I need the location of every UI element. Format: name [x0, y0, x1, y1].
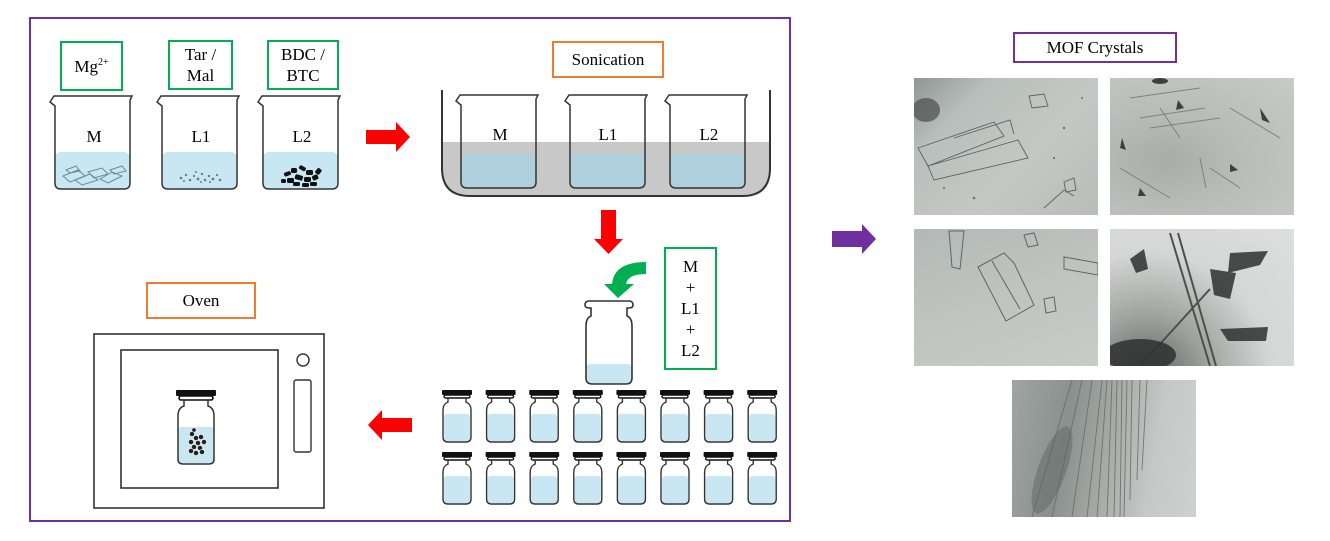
- crystal-photo-3: [914, 229, 1098, 366]
- vial: [529, 390, 560, 443]
- arrow-right-icon: [366, 122, 410, 152]
- beaker-metal: [48, 95, 134, 190]
- process-frame: [29, 17, 791, 522]
- ligand1-powder: [179, 171, 222, 183]
- bath-beaker-metal: [454, 94, 540, 189]
- bath-label-ligand2: L2: [699, 125, 719, 144]
- crystal-photo-1-drawing: [914, 93, 1083, 209]
- vial: [660, 390, 690, 443]
- oven-body: [93, 333, 325, 509]
- bath-beaker-ligand2: [663, 94, 749, 189]
- vial: [442, 452, 472, 505]
- oven-icon: [93, 333, 325, 509]
- label-mixture: M + L1 + L2: [664, 247, 717, 370]
- beaker-label-metal: M: [86, 127, 102, 146]
- beaker-ligand2: [256, 95, 342, 190]
- beaker-label-ligand1: L1: [191, 127, 211, 146]
- crystal-photo-3-drawing: [948, 230, 1098, 322]
- oven-crystals: [188, 427, 207, 456]
- vial: [485, 390, 516, 443]
- ligand1-line2: Mal: [186, 66, 215, 85]
- beaker-liquid: [162, 152, 237, 189]
- metal-label-text: Mg2+: [74, 56, 108, 77]
- crystal-photo-4-drawing: [1110, 232, 1268, 366]
- mixture-line-5: L2: [681, 341, 700, 360]
- mixing-bottle: [584, 300, 634, 385]
- vial: [616, 390, 647, 443]
- vial: [747, 452, 778, 505]
- vial: [485, 452, 516, 505]
- arrow-result-icon: [832, 224, 876, 254]
- ligand2-granules: [281, 165, 322, 187]
- arrow-down-icon: [594, 210, 623, 254]
- vial: [616, 452, 647, 505]
- beaker-ligand1: [155, 95, 241, 190]
- metal-flakes: [62, 165, 127, 186]
- crystal-photo-2-drawing: [1119, 78, 1281, 199]
- label-ligand1: Tar / Mal: [168, 40, 233, 90]
- vial: [572, 452, 603, 505]
- crystal-photo-2: [1110, 78, 1294, 215]
- sonication-bath: [441, 90, 771, 197]
- mixture-line-3: L1: [681, 299, 700, 318]
- reagent-beakers: [48, 95, 342, 190]
- label-sonication: Sonication: [552, 41, 664, 78]
- oven-vial: [176, 390, 216, 465]
- ligand2-line2: BTC: [286, 66, 320, 85]
- vial: [747, 390, 778, 443]
- label-metal: Mg2+: [60, 41, 123, 91]
- vial: [529, 452, 560, 505]
- crystal-photo-4: [1110, 229, 1294, 366]
- oven-door-window: [120, 349, 279, 489]
- mixture-line-2: +: [685, 278, 696, 297]
- bath-beaker-ligand1: [563, 94, 649, 189]
- vial: [660, 452, 690, 505]
- beaker-outline: [155, 95, 241, 190]
- metal-symbol: Mg: [74, 56, 98, 76]
- vial: [572, 390, 603, 443]
- beaker-outline: [48, 95, 134, 190]
- vial: [442, 390, 472, 443]
- bath-outline: [441, 90, 771, 197]
- ligand1-line1: Tar /: [184, 45, 217, 64]
- crystal-photo-5: [1012, 380, 1196, 517]
- beaker-outline: [256, 95, 342, 190]
- label-mof-crystals: MOF Crystals: [1013, 32, 1177, 63]
- vial: [703, 452, 734, 505]
- label-ligand2: BDC / BTC: [267, 40, 339, 90]
- beaker-label-ligand2: L2: [292, 127, 312, 146]
- metal-charge: 2+: [97, 56, 109, 68]
- crystal-photo-1: [914, 78, 1098, 215]
- oven-handle: [293, 379, 312, 453]
- arrow-curved-green-icon: [604, 262, 646, 298]
- vial: [703, 390, 734, 443]
- mixture-line-4: +: [685, 320, 696, 339]
- mixture-line-1: M: [682, 257, 699, 276]
- ligand2-line1: BDC /: [281, 45, 325, 64]
- oven-knob: [296, 353, 310, 367]
- bath-label-metal: M: [492, 125, 508, 144]
- bath-label-ligand1: L1: [598, 125, 618, 144]
- beaker-liquid: [263, 152, 338, 189]
- arrow-left-icon: [368, 410, 412, 440]
- label-oven: Oven: [146, 282, 256, 319]
- crystal-photo-5-drawing: [1031, 380, 1148, 517]
- vial-grid: [442, 390, 778, 505]
